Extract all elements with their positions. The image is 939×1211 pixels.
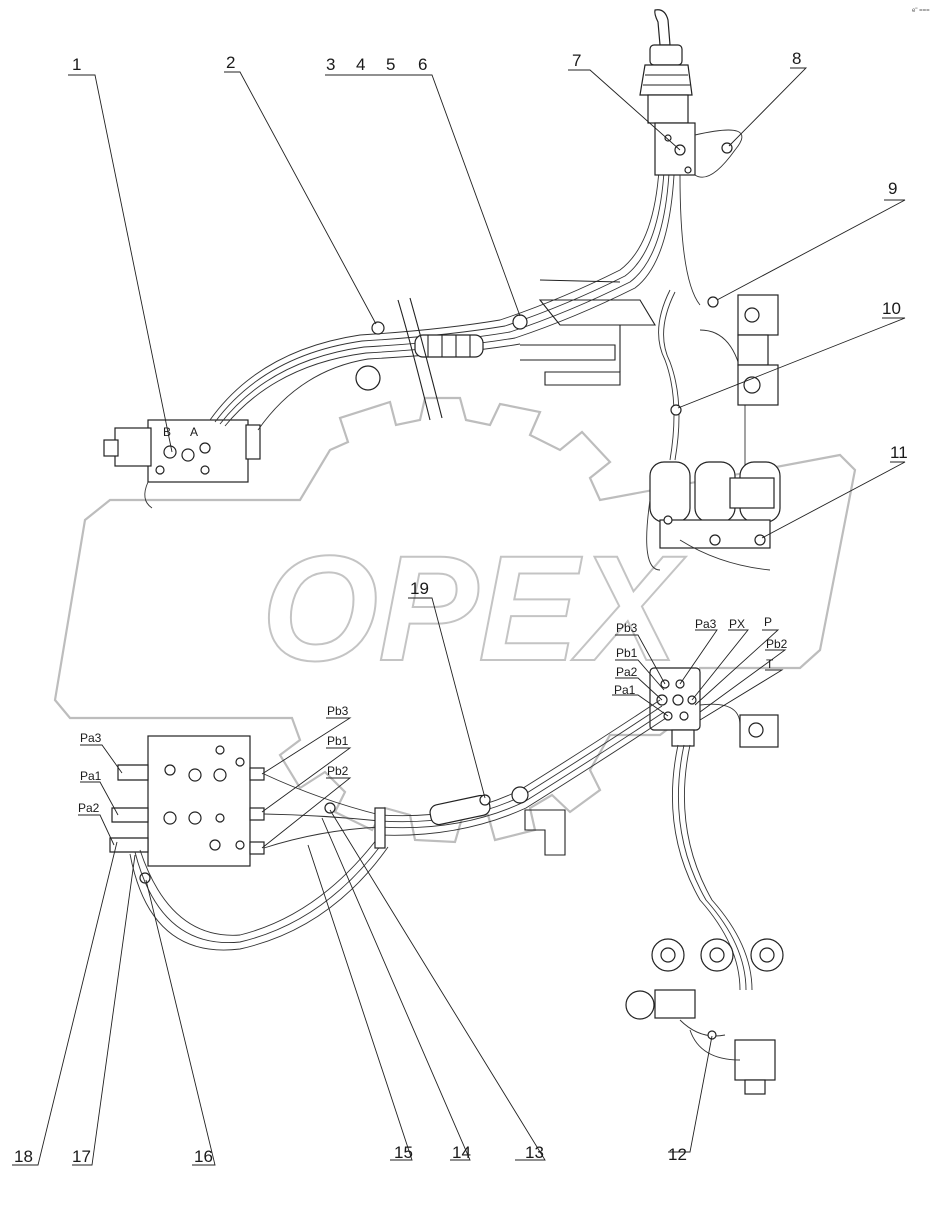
pilot-port-pa3: Pa3	[695, 617, 717, 631]
pilot-manifold	[649, 667, 779, 748]
upper-hose-bundle	[209, 139, 676, 431]
callout-3: 3	[326, 55, 335, 74]
callout-13: 13	[525, 1143, 544, 1162]
main-port-pa3: Pa3	[80, 731, 102, 745]
callout-17: 17	[72, 1147, 91, 1166]
part-9-valve	[707, 294, 779, 406]
pilot-port-pb1: Pb1	[616, 646, 638, 660]
main-port-pa1: Pa1	[80, 769, 102, 783]
main-valve-port-labels: Pa3 Pa1 Pa2 Pb3 Pb1 Pb2	[78, 704, 349, 815]
callout-11: 11	[890, 443, 908, 462]
pilot-port-p: P	[764, 615, 772, 629]
callout-4: 4	[356, 55, 365, 74]
pilot-port-t: T	[766, 657, 774, 671]
mounting-bracket	[355, 279, 656, 421]
pilot-port-px: PX	[729, 617, 745, 631]
callout-1: 1	[72, 55, 81, 74]
callout-10: 10	[882, 299, 901, 318]
callout-14: 14	[452, 1143, 471, 1162]
callout-numbers: 1 2 3 4 5 6 7 8 9 10 11 12 13 14 15 16 1…	[14, 49, 908, 1166]
part-11-accumulators	[646, 461, 781, 571]
pilot-port-pb2: Pb2	[766, 637, 788, 651]
callout-16: 16	[194, 1147, 213, 1166]
pilot-port-pb3: Pb3	[616, 621, 638, 635]
main-port-pb3: Pb3	[327, 704, 349, 718]
watermark: OPEX	[53, 396, 857, 844]
main-port-pb2: Pb2	[327, 764, 349, 778]
part-12-pump-group	[625, 938, 784, 1095]
lower-right-hoses	[671, 744, 753, 991]
main-port-pb1: Pb1	[327, 734, 349, 748]
pilot-port-pa2: Pa2	[616, 665, 638, 679]
callout-8: 8	[792, 49, 801, 68]
main-port-pa2: Pa2	[78, 801, 100, 815]
callout-6: 6	[418, 55, 427, 74]
valve-port-a: A	[190, 425, 198, 439]
callout-19: 19	[410, 579, 429, 598]
pilot-port-pa1: Pa1	[614, 683, 636, 697]
watermark-gear	[53, 396, 857, 844]
callout-2: 2	[226, 53, 235, 72]
corner-mark: e" ===	[912, 8, 930, 14]
pilot-valve-port-labels: Pb3 Pb1 Pa2 Pa1 Pa3 PX P Pb2 T	[614, 615, 788, 697]
leader-lines	[12, 67, 906, 1166]
valve-port-b: B	[163, 425, 171, 439]
right-hose-run	[658, 174, 746, 470]
callout-5: 5	[386, 55, 395, 74]
callout-9: 9	[888, 179, 897, 198]
part-7-joystick	[639, 9, 743, 178]
callout-15: 15	[394, 1143, 413, 1162]
callout-7: 7	[572, 51, 581, 70]
callout-18: 18	[14, 1147, 33, 1166]
part-1-solenoid-valve: B A	[103, 419, 261, 509]
main-control-valve	[109, 735, 265, 884]
callout-12: 12	[668, 1145, 687, 1164]
watermark-text: OPEX	[262, 524, 687, 692]
